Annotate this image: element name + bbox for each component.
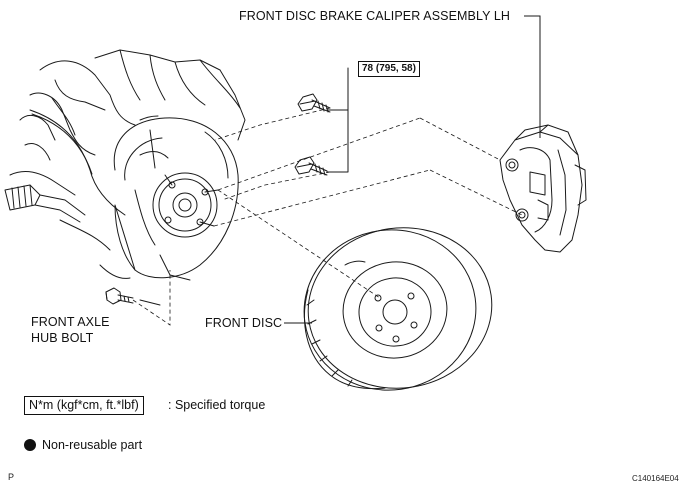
front-disc-rotor [303, 227, 493, 391]
caliper-label: FRONT DISC BRAKE CALIPER ASSEMBLY LH [239, 9, 511, 23]
torque-spec-box: 78 (795, 58) [358, 61, 420, 77]
front-axle-hub-bolt-label-line2: HUB BOLT [31, 331, 94, 345]
front-disc-label: FRONT DISC [205, 316, 283, 330]
caliper-bolt-lower [294, 156, 328, 176]
torque-unit-legend-desc: : Specified torque [168, 398, 266, 412]
torque-unit-legend-box: N*m (kgf*cm, ft.*lbf) [24, 396, 144, 415]
front-axle-hub-bolt [105, 287, 134, 305]
figure-code: C140164E04 [632, 474, 679, 483]
corner-letter: P [8, 472, 15, 482]
filled-circle-icon [24, 439, 36, 451]
caliper-bolt-upper [297, 93, 331, 113]
front-axle-hub-bolt-label-line1: FRONT AXLE [31, 315, 110, 329]
steering-knuckle-assembly [4, 49, 246, 306]
non-reusable-legend-text: Non-reusable part [42, 438, 143, 452]
brake-caliper-assembly [499, 124, 587, 253]
